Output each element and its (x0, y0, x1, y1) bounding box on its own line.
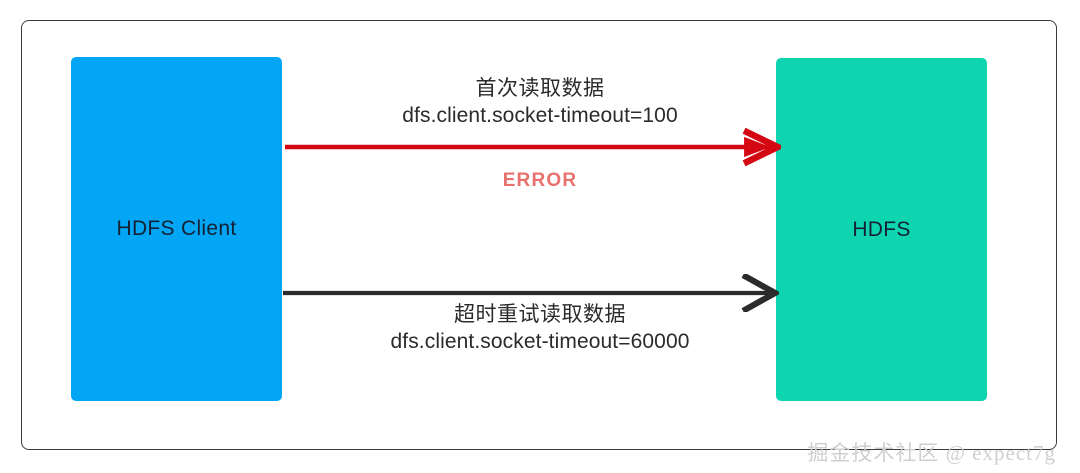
flow-timeout-retry-line1: 超时重试读取数据 (454, 303, 626, 326)
flow-timeout-retry-line2: dfs.client.socket-timeout=60000 (390, 329, 690, 353)
flow-label-first-read: 首次读取数据 dfs.client.socket-timeout=100 (290, 76, 790, 130)
status-badge-error: ERROR (502, 170, 578, 191)
watermark: 掘金技术社区 @ expect7g (807, 441, 1056, 465)
flow-first-read-line2: dfs.client.socket-timeout=100 (402, 103, 678, 127)
node-hdfs-label: HDFS (852, 217, 911, 241)
flow-first-read-line1: 首次读取数据 (475, 77, 605, 100)
flow-label-timeout-retry: 超时重试读取数据 dfs.client.socket-timeout=60000 (290, 302, 790, 356)
node-hdfs-client[interactable]: HDFS Client (71, 57, 282, 401)
node-hdfs[interactable]: HDFS (776, 58, 987, 401)
node-hdfs-client-label: HDFS Client (116, 217, 237, 240)
